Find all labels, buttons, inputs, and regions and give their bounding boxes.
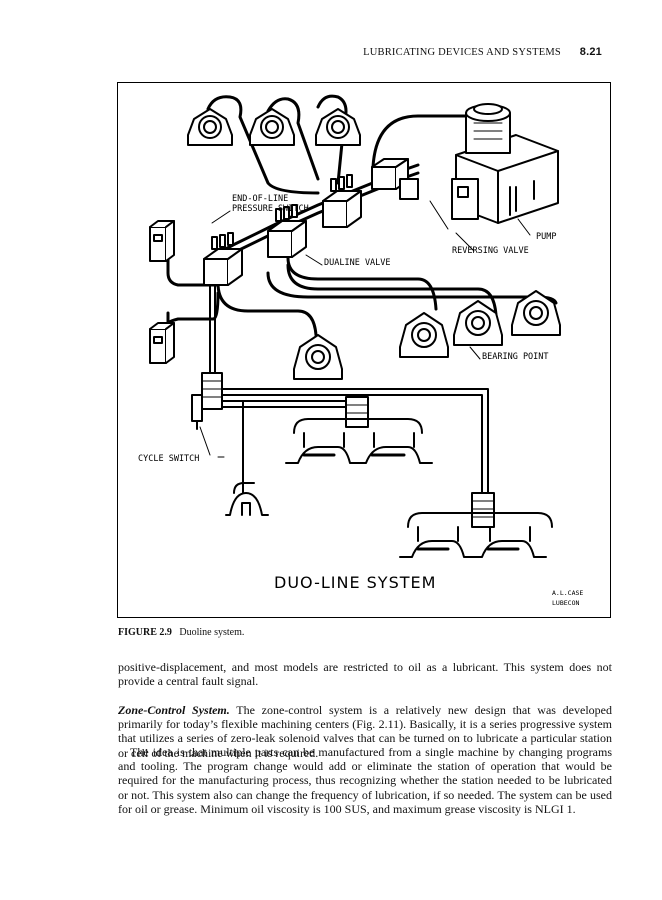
leader-lines	[199, 200, 531, 456]
running-head: LUBRICATING DEVICES AND SYSTEMS 8.21	[363, 46, 602, 58]
signature-name: A.L.CASE	[552, 589, 583, 597]
lower-bearings	[225, 418, 553, 558]
label-pressure-switch: PRESSURE SWITCH	[232, 204, 309, 214]
label-end-of-line: END-OF-LINE	[232, 194, 288, 204]
figure-caption: FIGURE 2.9 Duoline system.	[118, 627, 244, 638]
label-pump: PUMP	[536, 232, 556, 242]
pump-unit	[451, 103, 559, 224]
paragraph-1: positive-displacement, and most models a…	[118, 660, 612, 689]
page-number: 8.21	[579, 46, 602, 58]
paragraph-3: The idea is that multiple parts can be m…	[118, 745, 612, 816]
diagram-title: DUO-LINE SYSTEM	[274, 573, 436, 592]
right-bearings	[293, 290, 561, 380]
dualine-valves	[203, 174, 362, 286]
label-dualine-valve: DUALINE VALVE	[324, 258, 391, 268]
figure-caption-label: FIGURE 2.9	[118, 627, 172, 638]
upper-bearings	[187, 108, 361, 146]
figure-caption-text: Duoline system.	[179, 627, 245, 638]
running-head-title: LUBRICATING DEVICES AND SYSTEMS	[363, 47, 561, 58]
lower-manifold	[191, 372, 495, 528]
electrical-panels	[149, 220, 175, 364]
figure-duoline-system: END-OF-LINE PRESSURE SWITCH PUMP REVERSI…	[117, 82, 611, 618]
label-bearing-point: BEARING POINT	[482, 352, 549, 362]
duoline-diagram: END-OF-LINE PRESSURE SWITCH PUMP REVERSI…	[138, 94, 583, 607]
label-reversing-valve: REVERSING VALVE	[452, 246, 529, 256]
diagram-labels: END-OF-LINE PRESSURE SWITCH PUMP REVERSI…	[138, 194, 556, 464]
right-bearing-lines	[216, 256, 558, 337]
reversing-valve	[371, 158, 419, 200]
lower-trunk	[209, 262, 489, 504]
paragraph-zone-control: Zone-Control System. The zone-control sy…	[118, 703, 612, 760]
signature-company: LUBECON	[552, 599, 579, 607]
label-cycle-switch: CYCLE SWITCH	[138, 454, 199, 464]
paragraph-2-body: The zone-control system is a relatively …	[118, 703, 612, 760]
paragraph-lead: Zone-Control System.	[118, 703, 230, 717]
